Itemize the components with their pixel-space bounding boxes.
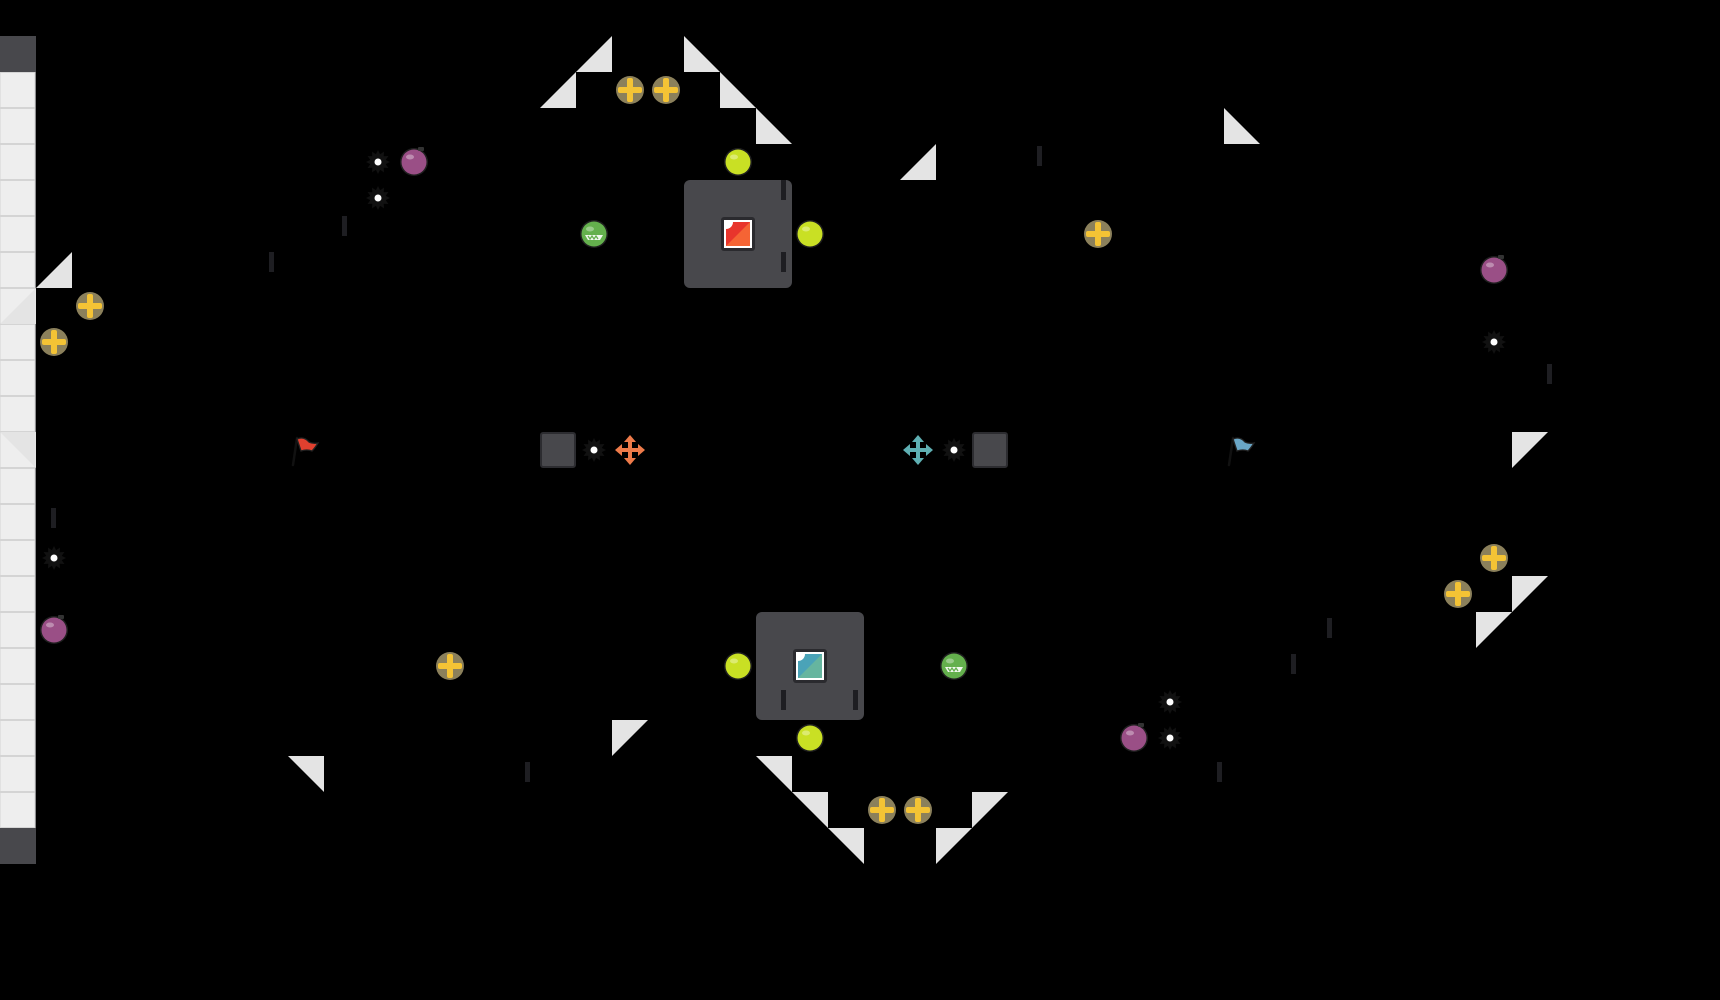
wall-notch (342, 216, 347, 236)
yellow-powerup-cross-icon[interactable] (1444, 580, 1472, 608)
wall-chamfer (612, 720, 648, 756)
wall-chamfer (0, 288, 36, 324)
yellow-powerup-cross-icon[interactable] (1084, 220, 1112, 248)
chamfer-layer (0, 36, 1548, 864)
wall-notch (781, 180, 786, 200)
floor-tile[interactable] (0, 360, 36, 396)
yellow-powerup-cross-icon[interactable] (616, 76, 644, 104)
wall-tile (0, 828, 36, 864)
purple-bomb-orb-icon[interactable] (40, 615, 68, 644)
wall-chamfer (1512, 576, 1548, 612)
floor-tile[interactable] (0, 756, 36, 792)
floor-tile[interactable] (0, 720, 36, 756)
spiky-mine-icon[interactable] (42, 546, 66, 570)
teal-spawn-arrows-icon[interactable] (903, 435, 933, 465)
purple-bomb-orb-icon[interactable] (1120, 723, 1148, 752)
blue-team-base-icon[interactable] (793, 649, 827, 683)
yellow-powerup-cross-icon[interactable] (868, 796, 896, 824)
floor-tile[interactable] (0, 576, 36, 612)
spiky-mine-icon[interactable] (366, 186, 390, 210)
floor-tile[interactable] (0, 144, 36, 180)
spiky-mine-icon[interactable] (366, 150, 390, 174)
spiky-mine-icon[interactable] (1158, 690, 1182, 714)
wall-notch (1291, 654, 1296, 674)
floor-tile[interactable] (0, 72, 36, 108)
wall-chamfer (900, 144, 936, 180)
spiky-mine-icon[interactable] (1158, 726, 1182, 750)
wall-notch (51, 508, 56, 528)
wall-notch (1327, 618, 1332, 638)
wall-chamfer (1476, 612, 1512, 648)
wall-chamfer (684, 36, 720, 72)
wall-notch (1037, 146, 1042, 166)
wall-chamfer (792, 792, 828, 828)
purple-bomb-orb-icon[interactable] (400, 147, 428, 176)
lime-boost-orb-icon[interactable] (724, 652, 752, 680)
floor-tile[interactable] (0, 252, 36, 288)
wall-chamfer (0, 432, 36, 468)
lime-boost-orb-icon[interactable] (796, 220, 824, 248)
orange-spawn-arrows-icon[interactable] (615, 435, 645, 465)
yellow-powerup-cross-icon[interactable] (904, 796, 932, 824)
green-rolling-orb-icon[interactable] (940, 652, 968, 680)
floor-tile[interactable] (0, 216, 36, 252)
wall-chamfer (720, 72, 756, 108)
yellow-powerup-cross-icon[interactable] (652, 76, 680, 104)
wall-chamfer (576, 36, 612, 72)
floor-tile[interactable] (0, 108, 36, 144)
wall-notch-layer (51, 146, 1552, 782)
spiky-mine-icon[interactable] (942, 438, 966, 462)
green-rolling-orb-icon[interactable] (580, 220, 608, 248)
wall-block (540, 432, 576, 468)
red-team-base-icon[interactable] (721, 217, 755, 251)
items-layer (40, 76, 1508, 824)
wall-chamfer (288, 756, 324, 792)
wall-chamfer (1224, 108, 1260, 144)
wall-notch (853, 690, 858, 710)
red-team-flag-icon[interactable] (291, 436, 320, 467)
wall-chamfer (972, 792, 1008, 828)
wall-chamfer (540, 72, 576, 108)
floor-tile[interactable] (0, 396, 36, 432)
wall-chamfer (936, 828, 972, 864)
wall-notch (781, 690, 786, 710)
floor-tile[interactable] (0, 180, 36, 216)
lime-boost-orb-icon[interactable] (724, 148, 752, 176)
yellow-powerup-cross-icon[interactable] (76, 292, 104, 320)
wall-chamfer (756, 108, 792, 144)
wall-chamfer (828, 828, 864, 864)
purple-bomb-orb-icon[interactable] (1480, 255, 1508, 284)
floor-tile[interactable] (0, 612, 36, 648)
spiky-mine-icon[interactable] (582, 438, 606, 462)
wall-notch (781, 252, 786, 272)
wall-chamfer (756, 756, 792, 792)
yellow-powerup-cross-icon[interactable] (1480, 544, 1508, 572)
yellow-powerup-cross-icon[interactable] (436, 652, 464, 680)
floor-layer (0, 72, 36, 828)
floor-tile[interactable] (0, 540, 36, 576)
wall-notch (525, 762, 530, 782)
wall-tile (0, 36, 36, 72)
floor-tile[interactable] (0, 468, 36, 504)
floor-tile[interactable] (0, 504, 36, 540)
floor-tile[interactable] (0, 324, 36, 360)
wall-notch (1217, 762, 1222, 782)
floor-tile[interactable] (0, 792, 36, 828)
floor-tile[interactable] (0, 684, 36, 720)
wall-chamfer (36, 252, 72, 288)
wall-notch (269, 252, 274, 272)
wall-chamfer (1512, 432, 1548, 468)
yellow-powerup-cross-icon[interactable] (40, 328, 68, 356)
wall-notch (1547, 364, 1552, 384)
blue-team-flag-icon[interactable] (1227, 436, 1256, 467)
lime-boost-orb-icon[interactable] (796, 724, 824, 752)
wall-block (972, 432, 1008, 468)
floor-tile[interactable] (0, 648, 36, 684)
spiky-mine-icon[interactable] (1482, 330, 1506, 354)
